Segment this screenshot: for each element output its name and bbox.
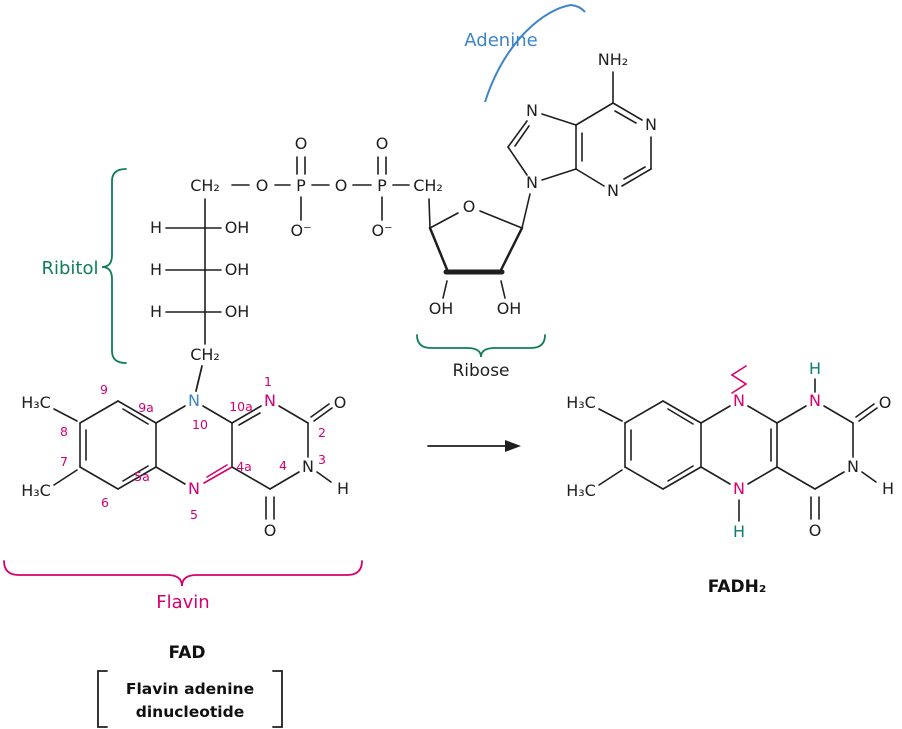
adenine-structure: NH₂ N N N N bbox=[507, 50, 657, 229]
adenine-n7-label: N bbox=[526, 101, 538, 120]
ribitol-h1-label: H bbox=[150, 218, 162, 237]
flavin-num-5a: 5a bbox=[134, 469, 150, 484]
flavin-num-10: 10 bbox=[192, 417, 208, 432]
ribitol-oh1-label: OH bbox=[225, 218, 250, 237]
ribitol-brace bbox=[101, 168, 127, 364]
ribose-label: Ribose bbox=[452, 361, 509, 381]
fad-bracket-left bbox=[97, 670, 108, 728]
adenine-nh2-label: NH₂ bbox=[598, 50, 628, 69]
fadh2-n1-h-label: H bbox=[809, 359, 821, 378]
flavin-num-4a: 4a bbox=[236, 459, 252, 474]
n10-squiggle-bond bbox=[730, 365, 748, 394]
flavin-brace bbox=[3, 560, 363, 587]
ribose-brace bbox=[416, 334, 546, 358]
flavin-num-1: 1 bbox=[264, 374, 272, 389]
flavin-n3-h-label: H bbox=[337, 479, 349, 498]
fadh2-o2-label: O bbox=[879, 393, 892, 412]
ribose-oh-right-label: OH bbox=[497, 299, 522, 318]
ribitol-h2-label: H bbox=[150, 260, 162, 279]
flavin-o2-label: O bbox=[334, 393, 347, 412]
fad-expansion-line2: dinucleotide bbox=[136, 703, 244, 721]
phosphate-1-double-o-label: O bbox=[295, 134, 308, 153]
phosphate-1-o-minus-label: O⁻ bbox=[290, 221, 311, 240]
fad-bracket-right bbox=[272, 670, 283, 728]
bridge-o-label: O bbox=[335, 176, 348, 195]
flavin-num-7: 7 bbox=[60, 454, 68, 469]
flavin-structure: H₃C H₃C N N N N O O H 9 9a bbox=[21, 365, 349, 540]
flavin-num-4: 4 bbox=[279, 458, 287, 473]
fadh2-n5-label: N bbox=[733, 479, 745, 498]
fadh2-h3c-top-label: H₃C bbox=[566, 393, 596, 412]
flavin-n3-label: N bbox=[302, 457, 314, 476]
phosphate-chain: CH₂ O P O O⁻ O P O O⁻ CH₂ bbox=[190, 134, 443, 240]
fad-caption: FAD bbox=[169, 643, 206, 663]
adenine-brace bbox=[484, 3, 586, 103]
ribose-ch2-label: CH₂ bbox=[413, 176, 443, 195]
flavin-n10-label: N bbox=[188, 391, 200, 410]
flavin-num-6: 6 bbox=[101, 495, 109, 510]
fadh2-structure: H₃C H₃C N N H N N H O O bbox=[566, 359, 894, 541]
phosphorus-2-label: P bbox=[377, 176, 387, 195]
flavin-num-9a: 9a bbox=[138, 400, 154, 415]
fadh2-o4-label: O bbox=[809, 521, 822, 540]
phosphate-2-o-minus-label: O⁻ bbox=[371, 221, 392, 240]
adenine-n9-label: N bbox=[526, 173, 538, 192]
flavin-n1-label: N bbox=[264, 391, 276, 410]
ribitol-oh2-label: OH bbox=[225, 260, 250, 279]
ribose-oh-left-label: OH bbox=[429, 299, 454, 318]
phosphate-2-double-o-label: O bbox=[376, 134, 389, 153]
ribitol-oh3-label: OH bbox=[225, 302, 250, 321]
flavin-num-5: 5 bbox=[190, 507, 198, 522]
reaction-arrow bbox=[427, 440, 521, 452]
ribitol-h3-label: H bbox=[150, 302, 162, 321]
ribitol-label: Ribitol bbox=[41, 258, 98, 279]
flavin-h3c-bottom-label: H₃C bbox=[21, 481, 51, 500]
fadh2-n1-label: N bbox=[809, 391, 821, 410]
fadh2-h3c-bottom-label: H₃C bbox=[566, 481, 596, 500]
flavin-num-3: 3 bbox=[318, 452, 326, 467]
flavin-num-8: 8 bbox=[60, 424, 68, 439]
ribitol-chain: H OH H OH H OH CH₂ bbox=[150, 198, 250, 392]
ribitol-ch2-top-label: CH₂ bbox=[190, 176, 220, 195]
arrowhead bbox=[505, 440, 521, 452]
fadh2-n10-label: N bbox=[733, 391, 745, 410]
fadh2-n3-label: N bbox=[847, 457, 859, 476]
flavin-h3c-top-label: H₃C bbox=[21, 393, 51, 412]
flavin-num-2: 2 bbox=[318, 425, 326, 440]
adenine-label: Adenine bbox=[464, 30, 537, 51]
adenine-n3-label: N bbox=[607, 181, 619, 200]
ribose-structure: O OH OH bbox=[428, 197, 524, 318]
fadh2-n5-h-label: H bbox=[733, 522, 745, 541]
flavin-o4-label: O bbox=[264, 521, 277, 540]
ribitol-ch2-bottom-label: CH₂ bbox=[190, 345, 220, 364]
flavin-n5-label: N bbox=[188, 479, 200, 498]
flavin-num-9: 9 bbox=[100, 382, 108, 397]
flavin-label: Flavin bbox=[156, 592, 209, 613]
fadh2-n3-h-label: H bbox=[882, 479, 894, 498]
fad-expansion-line1: Flavin adenine bbox=[126, 680, 254, 698]
phosphorus-1-label: P bbox=[296, 176, 306, 195]
flavin-num-10a: 10a bbox=[229, 399, 253, 414]
fadh2-caption: FADH₂ bbox=[708, 577, 767, 597]
adenine-n1-label: N bbox=[645, 115, 657, 134]
ribose-ring-o-label: O bbox=[463, 197, 476, 216]
ester-o1-label: O bbox=[256, 176, 269, 195]
